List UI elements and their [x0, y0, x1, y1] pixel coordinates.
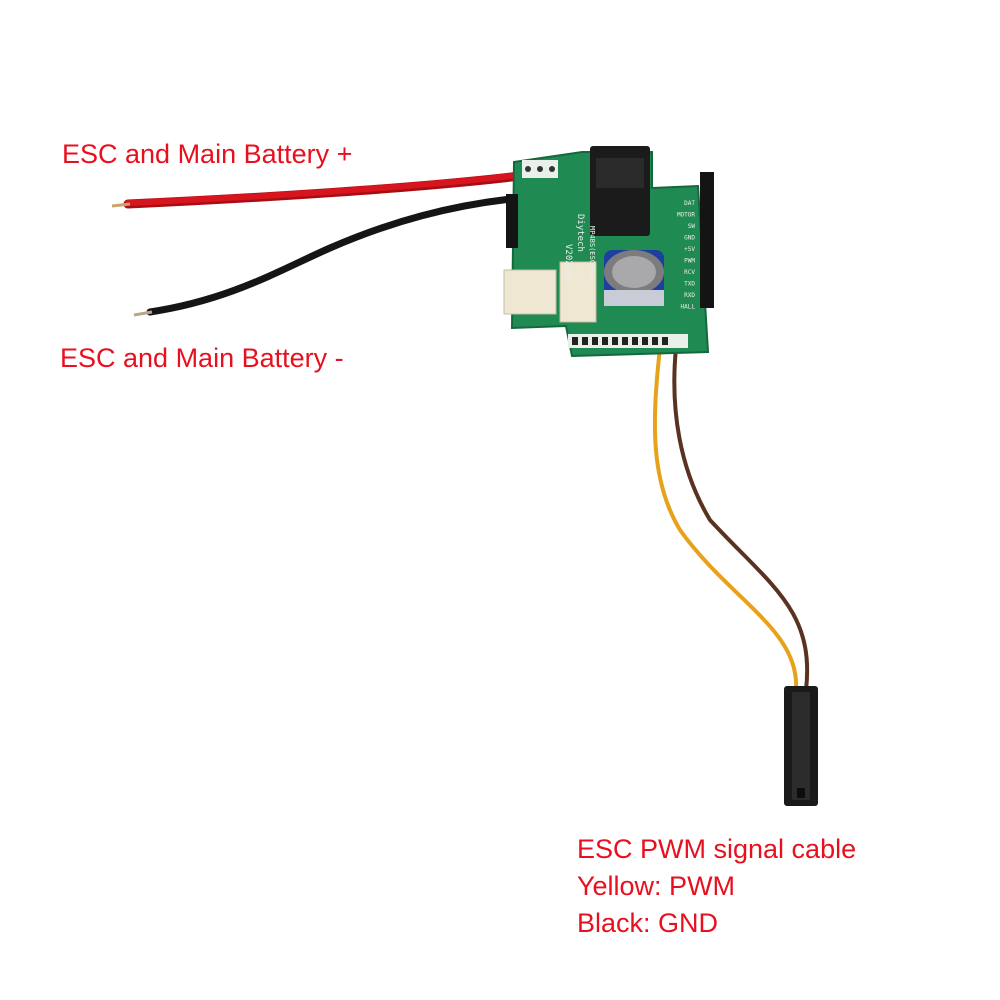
black-wire — [133, 194, 524, 317]
pin-label: HALL — [681, 304, 696, 311]
pwm-cable-title: ESC PWM signal cable — [577, 834, 857, 864]
board-version: V202504 — [563, 244, 573, 282]
board-brand: Diytech — [575, 214, 585, 252]
pin-label: SW — [688, 223, 696, 230]
battery-minus-label: ESC and Main Battery - — [60, 343, 344, 373]
board-model: MP4BS(ESC)R2D — [588, 226, 596, 281]
pwm-yellow-label: Yellow: PWM — [577, 871, 736, 901]
pin-label: GND — [684, 235, 695, 242]
pin-label: RXD — [684, 292, 695, 299]
red-wire — [111, 171, 525, 209]
jst-connector-left — [503, 269, 557, 315]
jst-connector-mid — [559, 261, 597, 323]
battery-plus-label: ESC and Main Battery + — [62, 139, 353, 169]
dupont-connector — [784, 686, 818, 806]
pin-label: DAT — [684, 200, 695, 207]
pin-label: RCV — [684, 269, 695, 276]
pwm-cable-label: ESC PWM signal cable Yellow: PWM Black: … — [577, 832, 856, 943]
pwm-black-label: Black: GND — [577, 908, 719, 938]
capacitor-icon — [604, 250, 664, 306]
signal-wires — [652, 347, 810, 691]
pin-label: PWM — [684, 258, 695, 265]
pcb-board: V202504 Diytech MP4BS(ESC)R2D DAT MOTOR SW… — [503, 146, 714, 358]
pin-labels: DAT MOTOR SW GND +5V PWM RCV TXD RXD HALL — [677, 200, 695, 311]
pin-label: +5V — [684, 246, 695, 253]
pin-label: MOTOR — [677, 212, 695, 219]
pin-label: TXD — [684, 281, 695, 288]
